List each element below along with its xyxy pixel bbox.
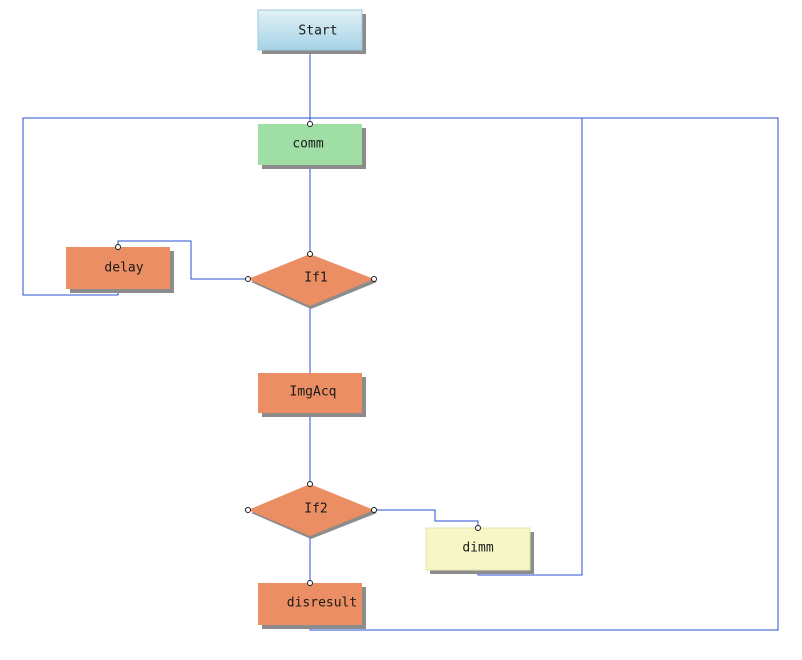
port-if1-top[interactable] [307, 251, 313, 257]
port-if2-top[interactable] [307, 481, 313, 487]
node-delay[interactable]: delay [66, 247, 174, 293]
port-dimm-top[interactable] [475, 525, 481, 531]
node-delay-label: delay [104, 261, 143, 276]
node-dimm-label: dimm [462, 541, 493, 556]
node-disresult[interactable]: disresult [258, 583, 366, 629]
node-if2[interactable]: If2 [248, 484, 377, 539]
connection-ports [115, 121, 481, 586]
port-comm-top[interactable] [307, 121, 313, 127]
port-if1-right[interactable] [371, 276, 377, 282]
port-disresult-top[interactable] [307, 580, 313, 586]
node-imgacq-label: ImgAcq [290, 385, 337, 400]
node-start-label: Start [298, 24, 337, 39]
connector-delay-loop-back [22, 117, 311, 296]
node-if1-label: If1 [304, 271, 327, 286]
node-if1[interactable]: If1 [248, 254, 377, 309]
connector-disresult-loop-back [309, 117, 779, 631]
node-disresult-label: disresult [287, 596, 357, 611]
node-comm-label: comm [292, 137, 323, 152]
port-delay-top[interactable] [115, 244, 121, 250]
connectors [22, 50, 779, 631]
connector-if1-to-delay [117, 240, 248, 280]
node-start[interactable]: Start [257, 9, 366, 54]
port-if2-right[interactable] [371, 507, 377, 513]
node-imgacq[interactable]: ImgAcq [258, 373, 366, 417]
port-if1-left[interactable] [245, 276, 251, 282]
port-if2-left[interactable] [245, 507, 251, 513]
node-if2-label: If2 [304, 502, 327, 517]
node-dimm[interactable]: dimm [425, 527, 534, 574]
node-comm[interactable]: comm [258, 124, 366, 169]
connector-if2-to-dimm [374, 509, 479, 528]
